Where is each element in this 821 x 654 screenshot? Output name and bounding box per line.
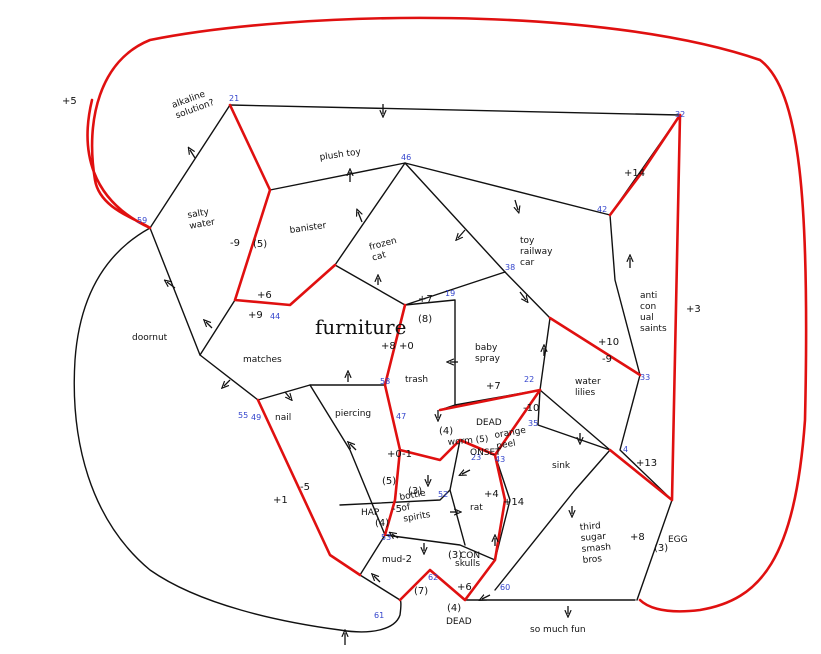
weight-label: (8) [418,314,432,325]
title-label: furniture [315,315,406,339]
weight-label: +0 [399,341,414,352]
weight-label: (5) [253,239,267,250]
red-path [86,16,808,613]
region-label-salty: saltywater [187,207,216,232]
red-note: HAP [361,508,380,518]
region-label-matches: matches [243,355,282,365]
weight-label: (5) [382,476,396,487]
weight-label: +8 [630,532,645,543]
node-55: 55 [238,411,248,420]
weight-label: -10 [523,403,539,414]
weight-label: (4) [447,603,461,614]
node-33: 33 [640,373,650,382]
region-label-plush: plush toy [319,147,362,163]
node-61: 61 [374,611,384,620]
weight-label: -2 [402,554,412,565]
edge-arrows [167,104,630,645]
weight-label: +3 [686,304,701,315]
outer-boundary [73,227,402,633]
region-label-nail: nail [275,413,291,423]
node-35: 35 [528,419,538,428]
weight-label: +10 [598,337,619,348]
weight-label: -9 [602,354,612,365]
weight-label: (3) [408,486,422,497]
weight-label: (7) [414,586,428,597]
red-note: EGG [668,535,688,545]
weight-label: -5 [392,504,402,515]
region-label-third: thirdsugarsmashbros [579,520,612,565]
region-label-bottle: bottleofspirits [399,488,432,524]
weight-labels: +5+14+3-9(5)+6+9+7(8)+8+0+10-9+7-10(4)+0… [62,96,701,614]
weight-label: +4 [484,489,499,500]
region-label-doornut: doornut [132,333,168,343]
red-note: DEAD [476,418,502,428]
weight-label: +6 [457,582,472,593]
region-label-trash: trash [405,375,428,385]
weight-label: +9 [248,310,263,321]
weight-label: +7 [486,381,501,392]
node-38: 38 [505,263,515,272]
weight-label: +14 [624,168,645,179]
node-32: 32 [675,110,685,119]
region-label-rat: rat [470,503,483,513]
node-49: 49 [251,413,261,422]
node-42: 42 [597,205,607,214]
weight-label: -1 [402,449,412,460]
region-label-alkaline: alkalinesolution? [171,88,216,122]
red-note: ONSET [470,448,501,458]
node-44: 44 [270,312,280,321]
node-59: 59 [137,216,147,225]
node-53: 53 [381,533,391,542]
weight-label: -5 [300,482,310,493]
weight-label: +13 [636,458,657,469]
region-label-worm: worm (5) [447,434,489,448]
node-22: 22 [524,375,534,384]
red-note: CON [460,551,480,561]
node-23: 23 [471,453,481,462]
weight-label: +7 [418,294,433,305]
weight-label: (3) [654,543,668,554]
weight-label: +1 [273,495,288,506]
region-label-banister: banister [289,221,327,236]
node-19: 19 [445,289,455,298]
weight-label: +6 [257,290,272,301]
weight-label: (3) [448,550,462,561]
region-labels: alkalinesolution? saltywater plush toy bani… [132,88,667,635]
red-note: DEAD [446,617,472,627]
node-43: 43 [495,455,505,464]
weight-label: -9 [230,238,240,249]
weight-label: +8 [381,341,396,352]
weight-label: +5 [62,96,77,107]
weight-label: (4) [439,426,453,437]
red-annotations: DEAD ONSET HAP EGG DEAD CON [361,418,688,627]
node-4: 4 [623,445,628,454]
region-label-skulls: skulls [455,559,480,569]
weight-label: +14 [503,497,524,508]
region-label-frozen: frozencat [368,236,401,264]
node-21: 21 [229,94,239,103]
region-label-fun: so much fun [530,625,586,635]
region-label-mud: mud [382,555,402,565]
node-60: 60 [500,583,510,592]
weight-label: +0 [387,449,402,460]
node-52: 52 [438,490,448,499]
node-62: 62 [428,573,438,582]
node-47: 47 [396,412,406,421]
node-58: 58 [380,377,390,386]
region-label-piercing: piercing [335,409,371,419]
node-46: 46 [401,153,411,162]
weight-label: (4) [375,518,389,529]
node-labels: 21 32 46 59 42 38 19 44 49 58 22 55 47 35 23 43 52 53 62 60… [137,94,685,620]
region-label-sink: sink [552,461,571,471]
